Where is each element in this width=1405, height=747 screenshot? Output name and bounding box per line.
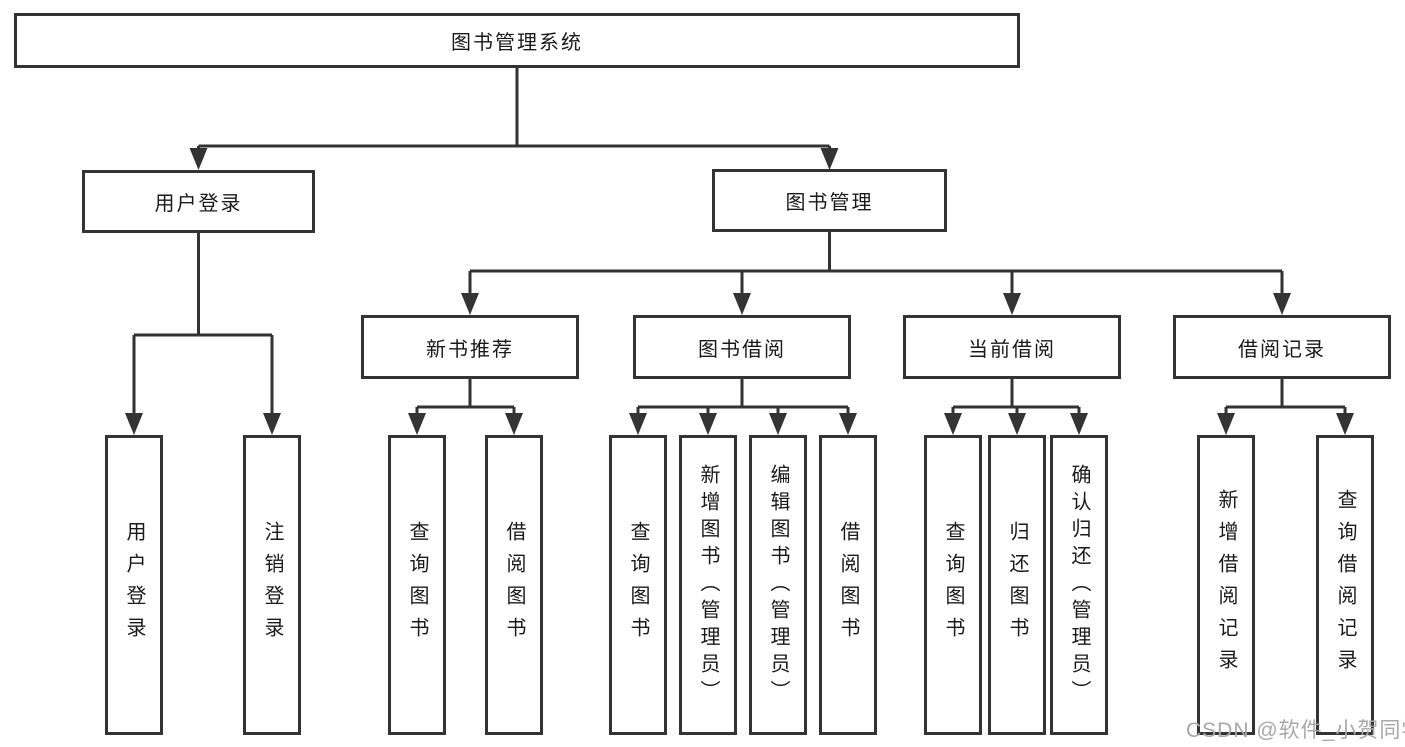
node-book-management-label: 图书管理 <box>785 192 874 214</box>
leaf-query-books-current-label: 查询图书 <box>942 521 964 649</box>
node-user-login: 用户登录 <box>82 170 315 233</box>
leaf-return-books: 归还图书 <box>988 435 1046 735</box>
leaf-query-books-borrow: 查询图书 <box>609 435 667 735</box>
leaf-user-login-label: 用户登录 <box>123 521 145 649</box>
node-current-borrow: 当前借阅 <box>903 315 1121 379</box>
arrowhead-icons <box>125 148 1354 435</box>
node-current-borrow-label: 当前借阅 <box>968 338 1056 361</box>
leaf-user-login: 用户登录 <box>105 435 163 735</box>
leaf-add-books-admin: 新增图书（管理员） <box>679 435 737 735</box>
leaf-query-books-recommend: 查询图书 <box>388 435 446 735</box>
node-root: 图书管理系统 <box>14 13 1020 68</box>
node-borrow-records-label: 借阅记录 <box>1238 338 1326 361</box>
leaf-query-books-recommend-label: 查询图书 <box>406 521 428 649</box>
leaf-add-borrow-record-label: 新增借阅记录 <box>1215 489 1237 681</box>
leaf-logout: 注销登录 <box>243 435 301 735</box>
leaf-query-books-borrow-label: 查询图书 <box>627 521 649 649</box>
leaf-borrow-books: 借阅图书 <box>819 435 877 735</box>
leaf-edit-books-admin-label: 编辑图书（管理员） <box>767 463 789 707</box>
leaf-query-books-current: 查询图书 <box>924 435 982 735</box>
leaf-return-books-label: 归还图书 <box>1006 521 1028 649</box>
node-user-login-label: 用户登录 <box>154 193 243 215</box>
node-root-label: 图书管理系统 <box>451 32 583 54</box>
node-book-borrow: 图书借阅 <box>633 315 851 379</box>
leaf-query-borrow-record-label: 查询借阅记录 <box>1334 489 1356 681</box>
leaf-borrow-books-label: 借阅图书 <box>837 521 859 649</box>
node-book-management: 图书管理 <box>712 169 947 232</box>
connector-paths <box>132 68 1347 414</box>
leaf-confirm-return-admin-label: 确认归还（管理员） <box>1068 463 1090 707</box>
leaf-confirm-return-admin: 确认归还（管理员） <box>1050 435 1108 735</box>
node-new-book-recommend-label: 新书推荐 <box>426 338 514 361</box>
node-book-borrow-label: 图书借阅 <box>698 338 786 361</box>
leaf-logout-label: 注销登录 <box>261 521 283 649</box>
csdn-watermark: CSDN @软件_小贺同学 <box>1186 719 1405 742</box>
leaf-add-books-admin-label: 新增图书（管理员） <box>697 463 719 707</box>
leaf-edit-books-admin: 编辑图书（管理员） <box>749 435 807 735</box>
node-new-book-recommend: 新书推荐 <box>361 315 579 379</box>
node-borrow-records: 借阅记录 <box>1173 315 1391 379</box>
leaf-borrow-books-recommend: 借阅图书 <box>485 435 543 735</box>
leaf-add-borrow-record: 新增借阅记录 <box>1197 435 1255 735</box>
leaf-borrow-books-recommend-label: 借阅图书 <box>503 521 525 649</box>
leaf-query-borrow-record: 查询借阅记录 <box>1316 435 1374 735</box>
